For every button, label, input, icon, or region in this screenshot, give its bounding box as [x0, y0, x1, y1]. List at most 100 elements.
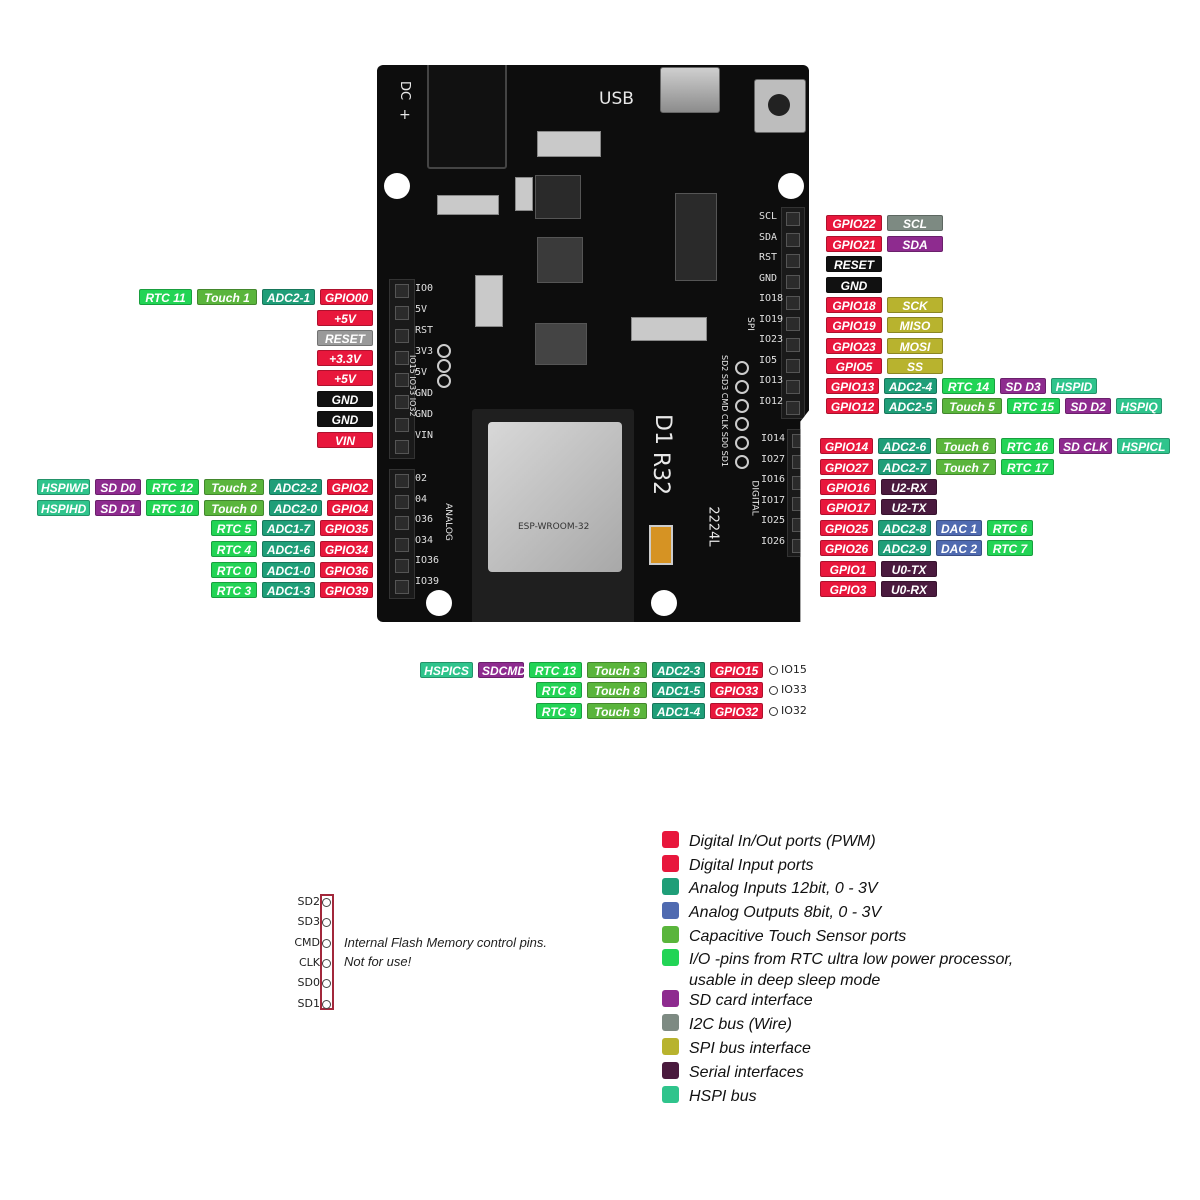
pin-tag-touch-3: Touch 3	[587, 662, 647, 678]
pin-tag-sdcmd: SDCMD	[478, 662, 526, 678]
pin-pad-icon	[769, 685, 778, 695]
reset-button[interactable]	[754, 79, 806, 133]
pin-tag-gpio00: GPIO00	[320, 289, 373, 305]
pin-tag-gpio15: GPIO15	[710, 662, 763, 678]
board-pin-label: IO12	[759, 395, 784, 407]
pin-tag-hspics: HSPICS	[420, 662, 473, 678]
bottom-pin-text: IO32	[781, 704, 807, 717]
pin-tag-gnd: GND	[317, 391, 373, 407]
legend-item: I2C bus (Wire)	[662, 1014, 792, 1034]
pin-tag-gpio23: GPIO23	[826, 338, 882, 354]
pin-tag-gpio18: GPIO18	[826, 297, 882, 313]
legend-item: Digital In/Out ports (PWM)	[662, 831, 876, 851]
board-pin-label: IO16	[761, 474, 786, 485]
pin-tag-gpio19: GPIO19	[826, 317, 882, 333]
board-pin-label: RST	[415, 325, 434, 336]
flash-pin-pad-icon	[322, 999, 331, 1009]
pin-tag-gpio36: GPIO36	[320, 562, 373, 578]
silk-date: 2224L	[705, 506, 721, 547]
pin-tag-adc2-1: ADC2-1	[262, 289, 315, 305]
pin-tag-adc2-6: ADC2-6	[878, 438, 931, 454]
pin-tag-adc2-7: ADC2-7	[878, 459, 931, 475]
flash-pin-label: SD2	[297, 895, 320, 908]
pin-tag--5v: +5V	[317, 310, 373, 326]
dc-jack	[427, 65, 507, 169]
pin-tag-gpio2: GPIO2	[327, 479, 373, 495]
legend-item: Digital Input ports	[662, 855, 814, 875]
smd-part	[537, 131, 601, 157]
pin-tag-adc1-6: ADC1-6	[262, 541, 315, 557]
pin-tag-gpio5: GPIO5	[826, 358, 882, 374]
ic-chip	[535, 175, 581, 219]
pin-tag-touch-9: Touch 9	[587, 703, 647, 719]
mounting-hole	[651, 590, 677, 616]
legend-label: Digital In/Out ports (PWM)	[689, 833, 876, 850]
legend-label: Serial interfaces	[689, 1064, 804, 1081]
bottom-pin-label: IO33	[769, 683, 807, 696]
pin-tag-rtc-6: RTC 6	[987, 520, 1033, 536]
sd-pads	[735, 359, 749, 471]
pin-tag-rtc-12: RTC 12	[146, 479, 199, 495]
silk-digital: DIGITAL	[749, 480, 760, 516]
pin-tag-gpio39: GPIO39	[320, 582, 373, 598]
mounting-hole	[778, 173, 804, 199]
pin-tag-hspiq: HSPIQ	[1116, 398, 1162, 414]
pin-tag-u2-rx: U2-RX	[881, 479, 937, 495]
tantalum-cap	[649, 525, 673, 565]
legend-label: Analog Outputs 8bit, 0 - 3V	[689, 904, 882, 921]
board-pin-label: 04	[415, 493, 428, 505]
io-pads	[437, 343, 451, 389]
silk-spi: SPI	[744, 317, 755, 331]
legend-swatch	[662, 1086, 679, 1103]
pin-tag--5v: +5V	[317, 370, 373, 386]
pin-tag-miso: MISO	[887, 317, 943, 333]
pin-tag-vin: VIN	[317, 432, 373, 448]
pin-tag-dac-1: DAC 1	[936, 520, 982, 536]
legend-swatch	[662, 1038, 679, 1055]
flash-pin-label: CMD	[294, 935, 320, 949]
board-pin-label: IO25	[761, 515, 786, 526]
smd-part	[475, 275, 503, 327]
right-header-bottom	[787, 429, 809, 557]
pin-tag-sd-clk: SD CLK	[1059, 438, 1112, 454]
legend-swatch	[662, 1014, 679, 1031]
pin-tag-rtc-13: RTC 13	[529, 662, 582, 678]
usb-port	[660, 67, 720, 113]
legend-label: SPI bus interface	[689, 1040, 811, 1057]
smd-part	[437, 195, 499, 215]
pin-tag-touch-0: Touch 0	[204, 500, 264, 516]
pin-tag-gpio25: GPIO25	[820, 520, 873, 536]
board-pin-label: 5V	[415, 304, 428, 315]
ams1117-regulator	[535, 323, 587, 365]
board-pin-label: 3V3	[415, 346, 434, 357]
board-pin-label: IO39	[415, 575, 440, 587]
pin-tag-rtc-15: RTC 15	[1007, 398, 1060, 414]
pin-tag-u0-rx: U0-RX	[881, 581, 937, 597]
pin-tag-adc1-4: ADC1-4	[652, 703, 705, 719]
board-pin-label: 02	[415, 473, 428, 484]
pin-tag-hspicl: HSPICL	[1117, 438, 1170, 454]
pin-tag-adc2-4: ADC2-4	[884, 378, 937, 394]
pin-tag-gnd: GND	[826, 277, 882, 293]
pin-tag-adc2-5: ADC2-5	[884, 398, 937, 414]
smd-part	[515, 177, 533, 211]
pin-tag-rtc-17: RTC 17	[1001, 459, 1054, 475]
silk-plus: +	[399, 107, 411, 123]
pin-tag-gpio12: GPIO12	[826, 398, 879, 414]
pin-tag--3-3v: +3.3V	[317, 350, 373, 366]
serial-chip	[675, 193, 717, 281]
legend-swatch	[662, 902, 679, 919]
legend-swatch	[662, 990, 679, 1007]
board-pin-label: SCL	[759, 211, 778, 222]
pin-tag-adc2-9: ADC2-9	[878, 540, 931, 556]
pin-tag-gpio35: GPIO35	[320, 520, 373, 536]
pin-tag-adc2-3: ADC2-3	[652, 662, 705, 678]
pin-tag-sda: SDA	[887, 236, 943, 252]
pin-tag-rtc-5: RTC 5	[211, 520, 257, 536]
pin-tag-adc2-0: ADC2-0	[269, 500, 322, 516]
pin-tag-adc1-0: ADC1-0	[262, 562, 315, 578]
board-pin-label: IO17	[761, 494, 786, 506]
pin-tag-gpio3: GPIO3	[820, 581, 876, 597]
legend-item: I/O -pins from RTC ultra low power proce…	[662, 949, 1013, 969]
pin-tag-sd-d1: SD D1	[95, 500, 141, 516]
